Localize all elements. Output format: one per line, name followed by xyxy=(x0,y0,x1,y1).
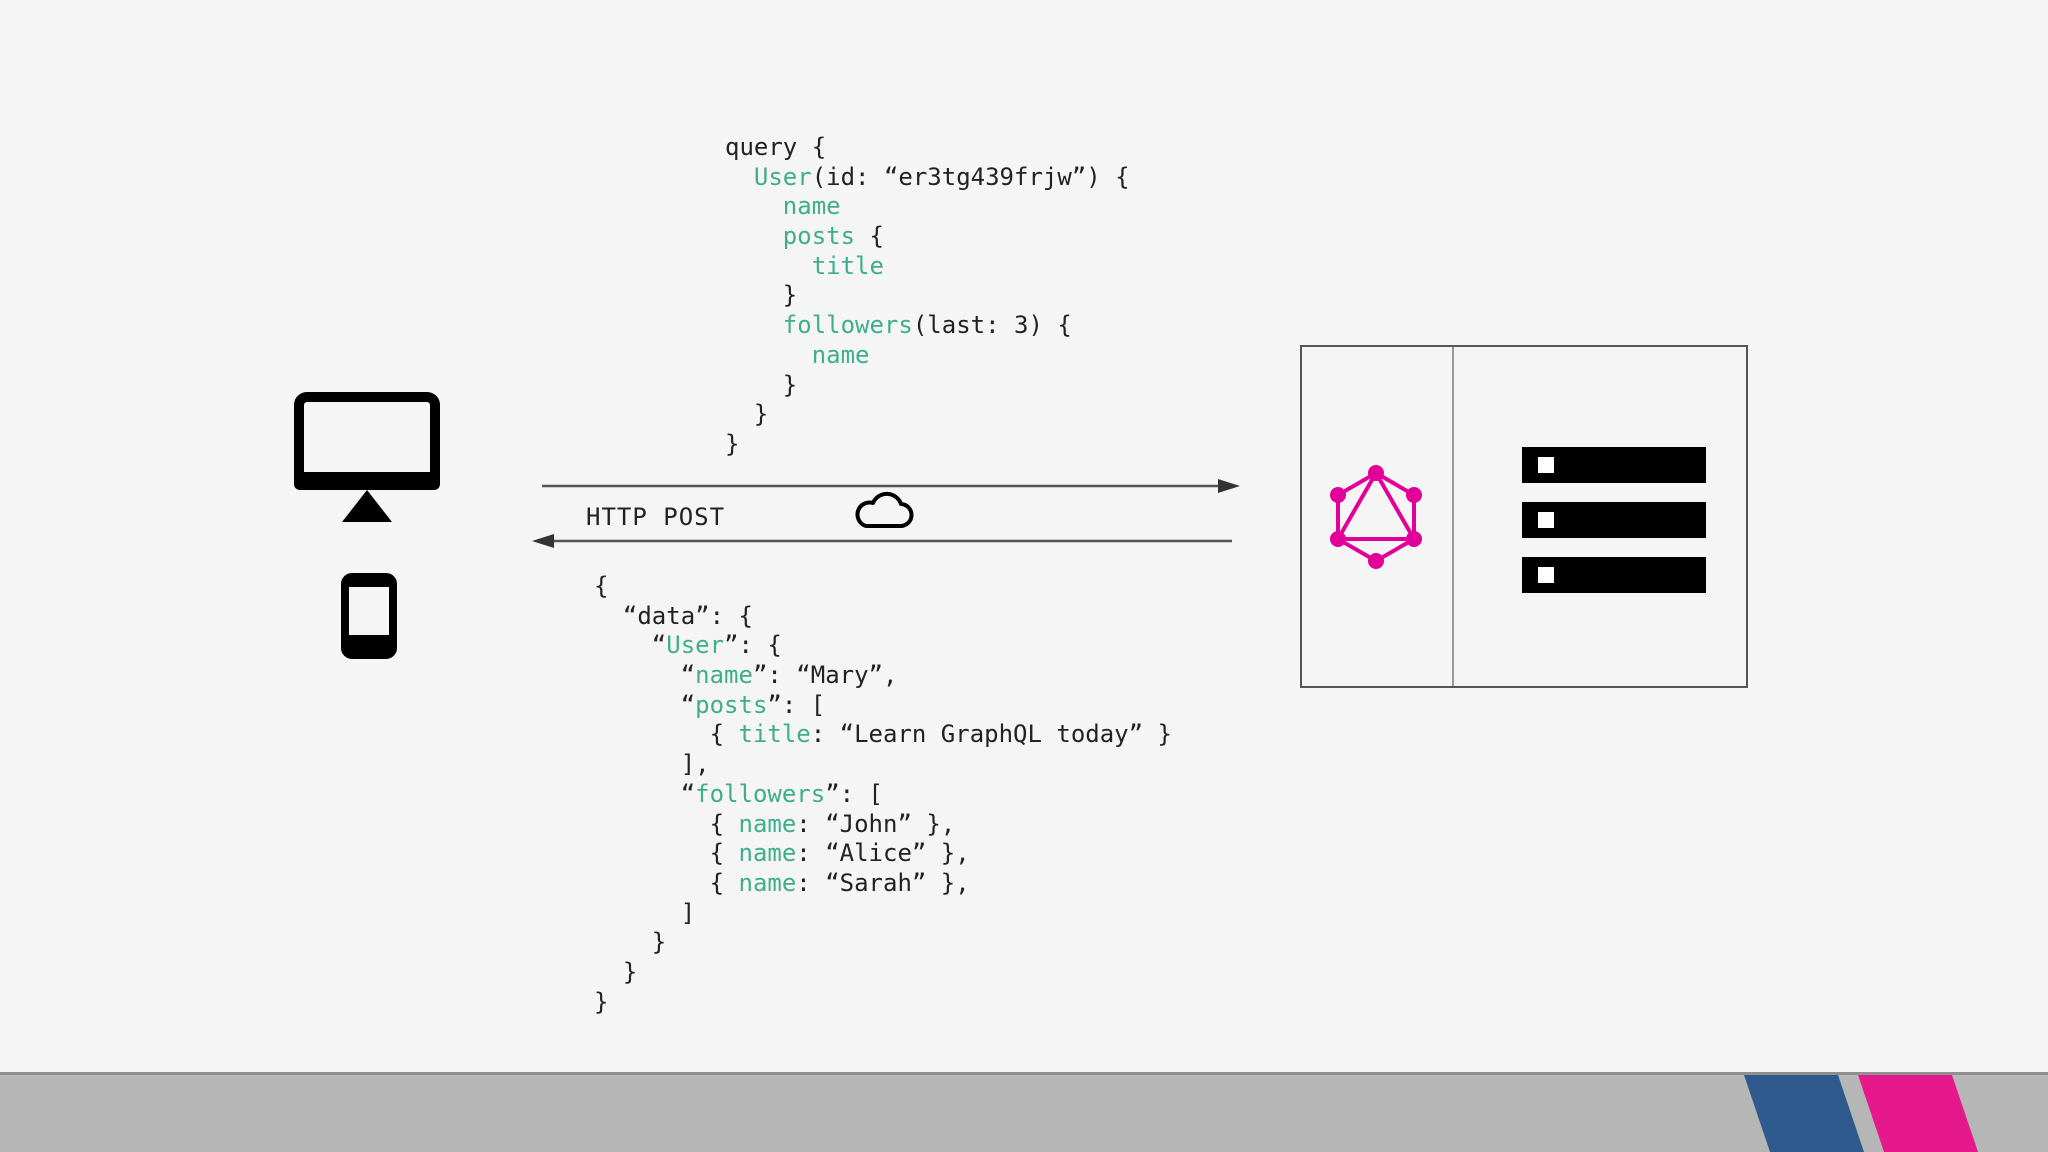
response-line: } xyxy=(594,988,1172,1018)
code-text: ”: [ xyxy=(767,690,826,719)
response-line: { name: “Sarah” }, xyxy=(594,869,1172,899)
code-keyword: followers xyxy=(782,311,913,340)
code-text: ”: { xyxy=(724,631,782,660)
response-line: “posts”: [ xyxy=(594,691,1172,721)
code-text: : “Learn GraphQL today” } xyxy=(810,720,1172,749)
smartphone-icon xyxy=(341,573,397,659)
footer-accent-stripes xyxy=(1744,1075,1978,1152)
desktop-monitor-icon xyxy=(294,392,440,522)
query-line: } xyxy=(725,430,1130,460)
query-line: followers(last: 3) { xyxy=(725,311,1130,341)
code-text xyxy=(725,252,812,280)
code-keyword: title xyxy=(811,251,884,280)
code-keyword: User xyxy=(666,631,725,660)
code-text: “ xyxy=(594,631,667,660)
code-text: ], xyxy=(594,750,710,779)
code-text: { xyxy=(594,572,609,600)
code-text: } xyxy=(594,987,609,1016)
graphql-server-box xyxy=(1300,345,1748,688)
query-line: name xyxy=(725,192,1130,222)
code-text: “data”: { xyxy=(594,601,753,630)
code-text xyxy=(725,341,812,369)
code-text: { xyxy=(594,720,739,749)
query-line: } xyxy=(725,371,1130,401)
code-text xyxy=(725,163,754,191)
code-keyword: name xyxy=(782,192,841,221)
query-line: posts { xyxy=(725,222,1130,252)
code-text: } xyxy=(725,429,740,458)
code-text: { xyxy=(594,809,739,838)
response-line: { name: “Alice” }, xyxy=(594,839,1172,869)
response-line: ] xyxy=(594,899,1172,929)
code-keyword: User xyxy=(753,162,812,191)
query-line: query { xyxy=(725,133,1130,163)
response-line: “followers”: [ xyxy=(594,780,1172,810)
query-line: } xyxy=(725,281,1130,311)
response-line: “name”: “Mary”, xyxy=(594,661,1172,691)
code-text: (last: 3) { xyxy=(912,311,1072,340)
code-text: } xyxy=(594,957,638,986)
code-text xyxy=(725,311,783,339)
graphql-query-code: query { User(id: “er3tg439frjw”) { name … xyxy=(725,133,1130,460)
code-keyword: name xyxy=(811,340,870,369)
code-text: “ xyxy=(594,661,696,690)
response-line: { xyxy=(594,572,1172,602)
database-server-rack-icon xyxy=(1522,447,1706,593)
code-text: ] xyxy=(594,898,696,927)
code-text: } xyxy=(725,281,798,310)
code-text: query { xyxy=(725,133,827,161)
code-keyword: posts xyxy=(782,222,856,251)
response-line: ], xyxy=(594,750,1172,780)
code-keyword: name xyxy=(738,868,797,897)
code-text xyxy=(725,222,783,250)
query-line: User(id: “er3tg439frjw”) { xyxy=(725,163,1130,193)
code-text: { xyxy=(594,868,739,897)
http-post-label: HTTP POST xyxy=(586,503,726,531)
query-line: name xyxy=(725,341,1130,371)
footer-bar xyxy=(0,1075,2048,1152)
server-divider xyxy=(1452,347,1454,686)
json-response-code: { “data”: { “User”: { “name”: “Mary”, “p… xyxy=(594,572,1172,1017)
code-text: } xyxy=(725,370,798,399)
code-keyword: title xyxy=(738,720,811,749)
response-line: “data”: { xyxy=(594,602,1172,632)
code-text: } xyxy=(594,928,667,957)
code-text: ”: [ xyxy=(825,779,883,808)
code-text: : “Alice” }, xyxy=(796,839,970,868)
request-arrow xyxy=(542,479,1240,493)
code-text: : “John” }, xyxy=(796,809,956,838)
code-keyword: posts xyxy=(695,690,768,719)
code-text: (id: “er3tg439frjw”) { xyxy=(811,162,1130,191)
response-line: } xyxy=(594,958,1172,988)
response-arrow xyxy=(532,534,1232,548)
response-line: { title: “Learn GraphQL today” } xyxy=(594,720,1172,750)
response-line: } xyxy=(594,928,1172,958)
code-text: “ xyxy=(594,779,696,808)
query-line: } xyxy=(725,400,1130,430)
graphql-logo-icon xyxy=(1330,465,1422,569)
code-keyword: name xyxy=(695,661,753,690)
cloud-icon xyxy=(855,491,914,528)
code-text: { xyxy=(855,222,884,251)
code-text: ”: “Mary”, xyxy=(752,661,898,690)
code-keyword: name xyxy=(738,839,797,868)
query-line: title xyxy=(725,252,1130,282)
code-text: } xyxy=(725,400,769,429)
response-line: { name: “John” }, xyxy=(594,810,1172,840)
response-line: “User”: { xyxy=(594,631,1172,661)
code-keyword: name xyxy=(738,809,797,838)
code-text: “ xyxy=(594,690,696,719)
code-keyword: followers xyxy=(695,779,826,808)
code-text: { xyxy=(594,839,739,868)
code-text: : “Sarah” }, xyxy=(796,868,970,897)
code-text xyxy=(725,192,783,220)
